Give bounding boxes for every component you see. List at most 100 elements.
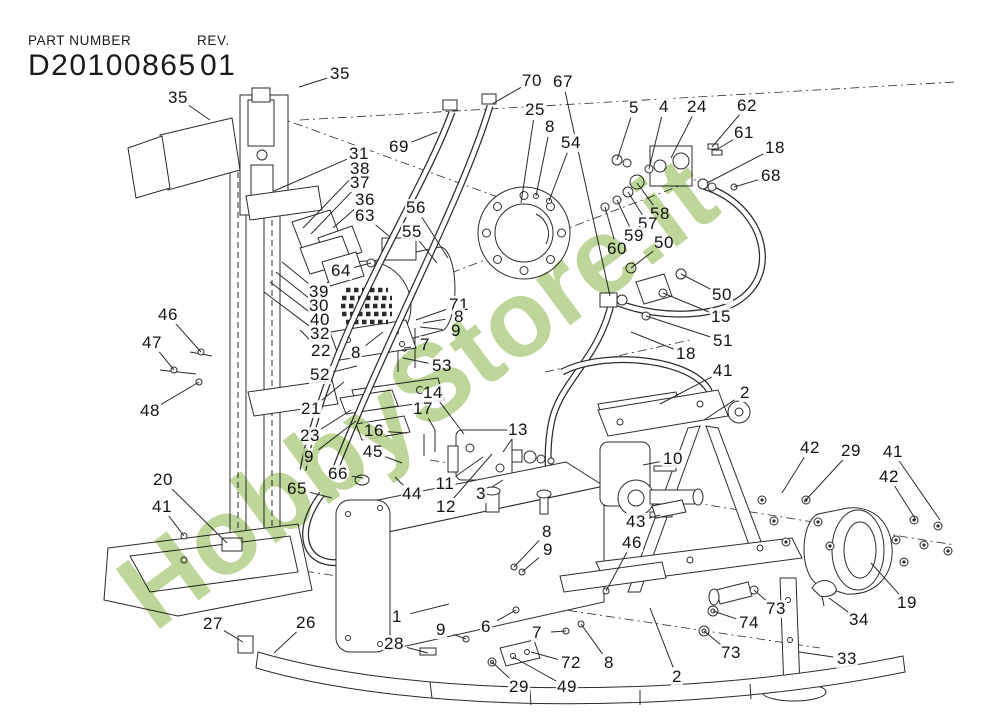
callout-31: 31 [348,144,370,164]
callout-10: 10 [662,449,684,469]
callout-65: 65 [286,479,308,499]
callout-19: 19 [896,593,918,613]
callout-35: 35 [167,88,189,108]
callout-41: 41 [151,497,173,517]
revision-block: REV. 01 [197,33,236,83]
callout-1: 1 [391,607,403,627]
callout-8: 8 [544,117,556,137]
callout-21: 21 [300,399,322,419]
callout-60: 60 [606,239,628,259]
part-number-value: D20100865 [28,49,197,82]
callout-62: 62 [736,96,758,116]
pump-valve-block [600,143,723,321]
callout-40: 40 [309,310,331,330]
callout-52: 52 [309,365,331,385]
callout-8: 8 [541,522,553,542]
part-number-label: PART NUMBER [28,33,132,48]
callout-18: 18 [675,344,697,364]
callout-64: 64 [330,261,352,281]
callout-29: 29 [508,677,530,697]
callout-15: 15 [710,307,732,327]
cylinder-flange [477,186,571,280]
callout-50: 50 [653,233,675,253]
callout-8: 8 [453,307,465,327]
callout-68: 68 [760,166,782,186]
callout-9: 9 [435,620,447,640]
wheel-nuts [757,495,953,567]
callout-28: 28 [383,634,405,654]
callout-72: 72 [560,653,582,673]
callout-29: 29 [840,441,862,461]
roller-assembly [698,581,759,637]
callout-42: 42 [878,467,900,487]
gearbox [599,441,704,519]
callout-67: 67 [552,72,574,92]
callout-36: 36 [354,190,376,210]
callout-14: 14 [422,383,444,403]
callout-30: 30 [308,296,330,316]
callout-22: 22 [310,341,332,361]
callout-9: 9 [542,540,554,560]
callout-69: 69 [388,137,410,157]
callout-34: 34 [848,610,870,630]
callout-12: 12 [435,497,457,517]
callout-20: 20 [152,470,174,490]
callout-47: 47 [141,333,163,353]
callout-50: 50 [711,285,733,305]
callout-46: 46 [621,533,643,553]
wheel-hub [803,507,893,595]
callout-2: 2 [739,383,751,403]
callout-7: 7 [419,335,431,355]
callout-24: 24 [686,97,708,117]
callout-8: 8 [603,653,615,673]
callout-56: 56 [405,198,427,218]
callout-73: 73 [720,643,742,663]
callout-59: 59 [623,226,645,246]
callout-61: 61 [733,123,755,143]
callout-27: 27 [202,614,224,634]
callout-5: 5 [628,98,640,118]
callout-26: 26 [295,613,317,633]
callout-13: 13 [507,420,529,440]
motor-vent-grid [341,287,392,325]
callout-55: 55 [401,222,423,242]
callout-63: 63 [354,206,376,226]
callout-43: 43 [625,512,647,532]
callout-35: 35 [329,64,351,84]
callout-9: 9 [450,321,462,341]
callout-53: 53 [431,356,453,376]
callout-41: 41 [882,442,904,462]
callout-46: 46 [157,305,179,325]
callout-42: 42 [799,438,821,458]
callout-41: 41 [712,361,734,381]
callout-70: 70 [521,71,543,91]
callout-51: 51 [712,331,734,351]
callout-23: 23 [299,426,321,446]
callout-44: 44 [401,484,423,504]
callout-73: 73 [765,599,787,619]
callout-18: 18 [764,138,786,158]
callout-39: 39 [308,282,330,302]
callout-16: 16 [363,421,385,441]
callout-17: 17 [412,399,434,419]
callout-25: 25 [524,100,546,120]
callout-6: 6 [480,617,492,637]
callout-37: 37 [349,173,371,193]
callout-2: 2 [671,667,683,687]
callout-66: 66 [327,464,349,484]
callout-48: 48 [139,401,161,421]
callout-3: 3 [475,484,487,504]
callout-38: 38 [349,159,371,179]
part-number-block: PART NUMBER D20100865 [28,33,197,83]
callout-54: 54 [560,133,582,153]
callout-7: 7 [531,623,543,643]
callout-49: 49 [556,677,578,697]
rev-label: REV. [197,33,230,48]
curved-bumper [237,635,906,706]
callout-33: 33 [836,649,858,669]
callout-4: 4 [658,97,670,117]
